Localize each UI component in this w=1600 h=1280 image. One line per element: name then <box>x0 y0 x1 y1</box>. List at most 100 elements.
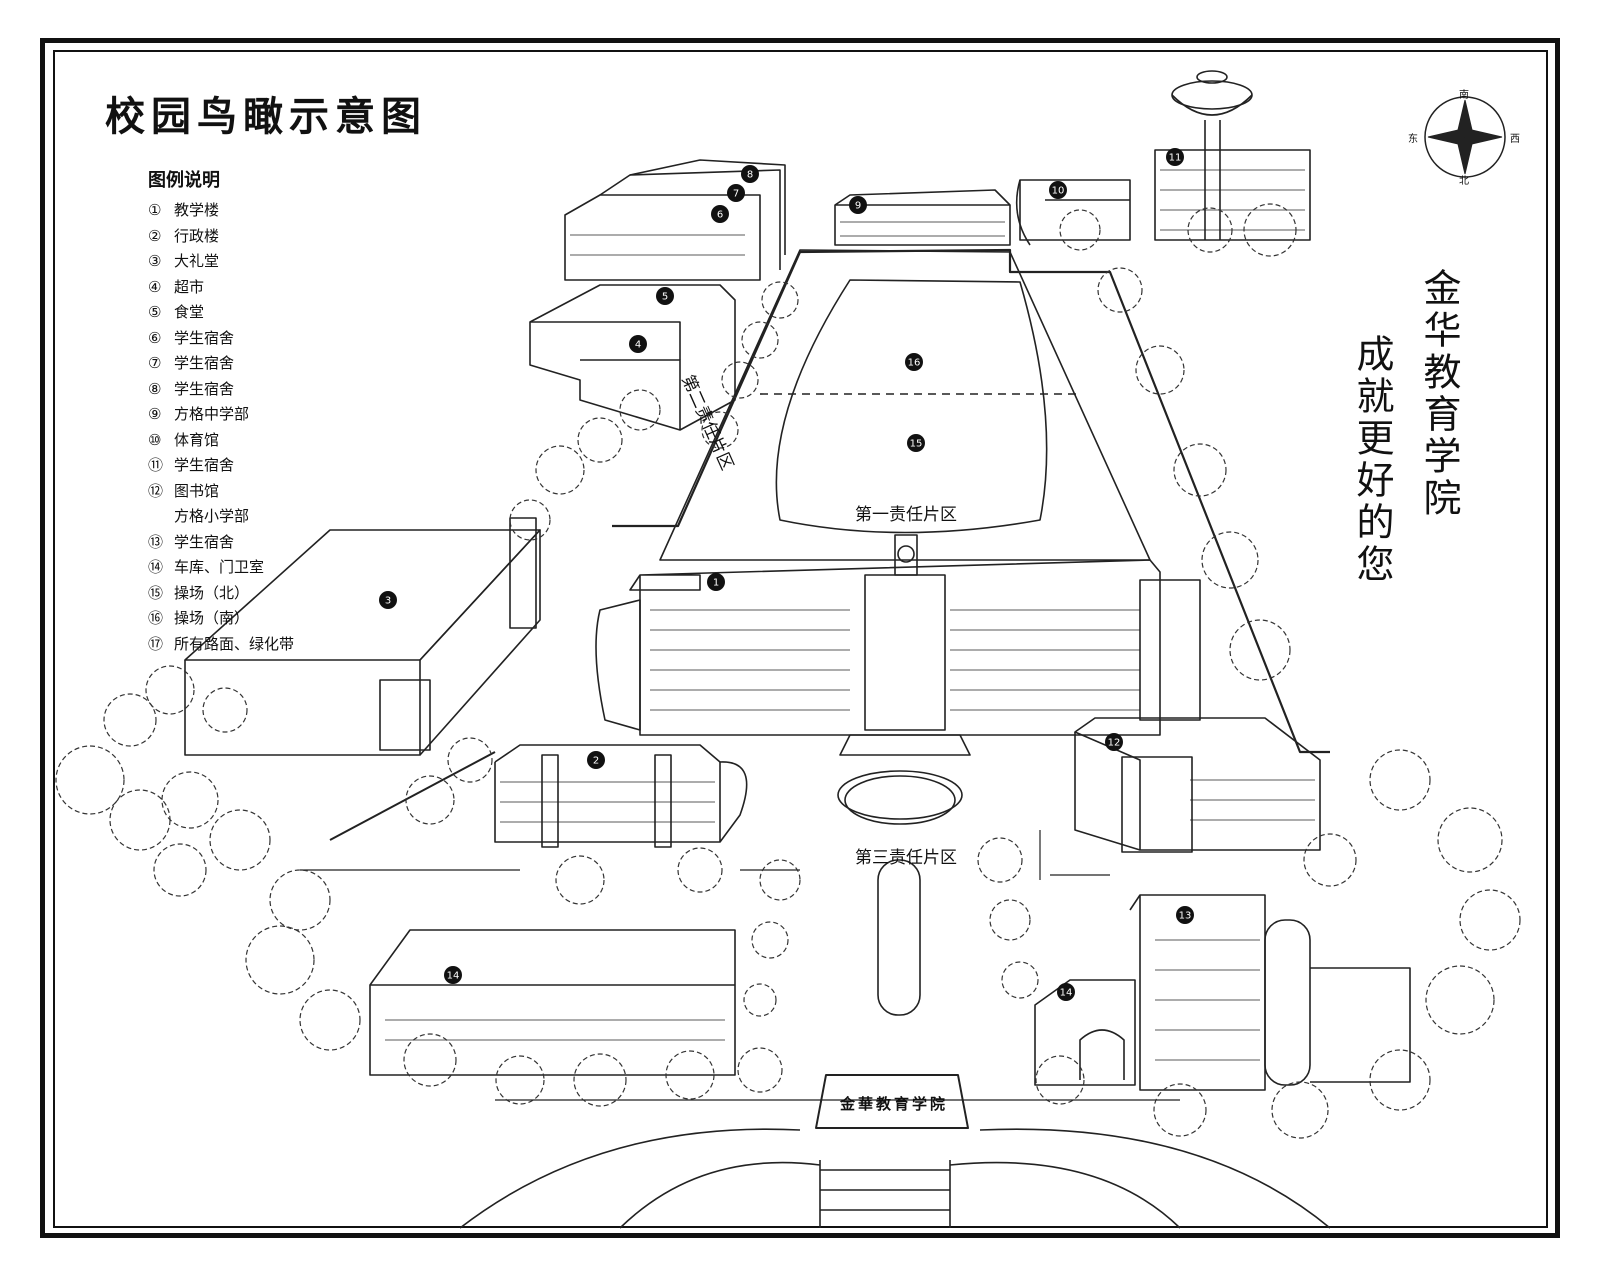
running-track <box>775 279 1048 534</box>
building-marker-7[interactable]: 7 <box>727 184 745 202</box>
zone-label-first: 第一责任片区 <box>855 505 957 525</box>
legend-item-label: 学生宿舍 <box>174 456 235 474</box>
tree-icon <box>1369 749 1431 811</box>
admin-building <box>494 744 748 848</box>
legend-item-label: 操场（北） <box>174 583 250 602</box>
middle-school-building <box>834 189 1011 246</box>
legend-item-label: 大礼堂 <box>174 252 220 270</box>
outer-border <box>40 38 1560 1238</box>
tree-icon <box>1243 203 1297 257</box>
tree-icon <box>1097 267 1143 313</box>
legend-heading: 图例说明 <box>148 170 220 191</box>
tree-icon <box>145 665 195 715</box>
legend-item-label: 食堂 <box>174 303 205 321</box>
legend-item: ③ 大礼堂 <box>148 249 294 275</box>
legend-item-number: ⑮ <box>148 583 164 602</box>
building-marker-number: 14 <box>1060 988 1073 999</box>
road-lines <box>300 830 1180 1101</box>
tree-icon <box>1059 209 1101 251</box>
tree-icon <box>555 855 605 905</box>
zone-label-third: 第三责任片区 <box>855 848 957 868</box>
zone-boundary-top <box>799 248 1330 754</box>
library-building <box>1074 717 1321 853</box>
tree-icon <box>1001 961 1039 999</box>
building-marker-3[interactable]: 3 <box>379 591 397 609</box>
tree-icon <box>677 847 723 893</box>
building-marker-16[interactable]: 16 <box>905 353 923 371</box>
legend-item: ⑮ 操场（北） <box>148 581 294 607</box>
legend-item-label: 学生宿舍 <box>174 328 235 347</box>
building-marker-12[interactable]: 12 <box>1105 733 1123 751</box>
map-title: 校园鸟瞰示意图 <box>105 93 427 140</box>
building-marker-1[interactable]: 1 <box>707 573 725 591</box>
gatehouse-building <box>1034 979 1136 1086</box>
building-marker-4[interactable]: 4 <box>629 335 647 353</box>
building-marker-14[interactable]: 14 <box>1057 983 1075 1001</box>
legend-item-label: 图书馆 <box>174 481 220 500</box>
tree-icon <box>103 693 157 747</box>
tree-icon <box>535 445 585 495</box>
legend-item-number: ⑩ <box>148 430 162 449</box>
tree-clusters <box>55 203 1521 1139</box>
tree-icon <box>701 411 739 449</box>
building-marker-number: 16 <box>908 358 921 369</box>
legend-item: 方格小学部 <box>148 504 294 530</box>
tree-icon <box>209 809 271 871</box>
tree-icon <box>721 361 759 399</box>
building-marker-number: 4 <box>635 340 641 351</box>
zone-boundary-left <box>612 251 802 528</box>
building-marker-number: 15 <box>910 439 923 450</box>
tree-icon <box>1437 807 1503 873</box>
auditorium-building <box>184 517 541 756</box>
legend-item-number: ⑭ <box>148 558 164 576</box>
building-marker-number: 2 <box>593 756 599 767</box>
tree-icon <box>741 321 779 359</box>
building-marker-number: 10 <box>1052 186 1065 197</box>
building-marker-6[interactable]: 6 <box>711 205 729 223</box>
compass-north: 北 <box>1459 176 1469 187</box>
legend-item-label: 体育馆 <box>174 430 220 449</box>
tree-icon <box>202 687 248 733</box>
building-marker-11[interactable]: 11 <box>1166 148 1184 166</box>
tree-icon <box>403 1033 457 1087</box>
legend-item-label: 所有路面、绿化带 <box>174 634 295 653</box>
gymnasium-building <box>1015 179 1131 246</box>
tree-icon <box>405 775 455 825</box>
building-marker-8[interactable]: 8 <box>741 165 759 183</box>
gate-sign-text: 金華教育学院 <box>839 1095 948 1113</box>
legend-item-number: ⑫ <box>148 481 164 500</box>
building-marker-2[interactable]: 2 <box>587 751 605 769</box>
building-marker-5[interactable]: 5 <box>656 287 674 305</box>
compass-rose <box>1424 96 1506 178</box>
building-marker-number: 9 <box>855 201 861 212</box>
building-marker-15[interactable]: 15 <box>907 434 925 452</box>
tree-icon <box>1425 965 1495 1035</box>
building-marker-14[interactable]: 14 <box>444 966 462 984</box>
dormitory-tower-11 <box>1154 70 1311 241</box>
legend-item-number: ③ <box>148 252 162 270</box>
slogan-line-2: 成就更好的您 <box>1350 334 1394 586</box>
legend-item-number: ⑥ <box>148 328 162 347</box>
building-marker-13[interactable]: 13 <box>1176 906 1194 924</box>
building-marker-10[interactable]: 10 <box>1049 181 1067 199</box>
tree-icon <box>1187 207 1233 253</box>
tree-icon <box>447 737 493 783</box>
tree-icon <box>161 771 219 829</box>
legend-item-number: ⑧ <box>148 379 162 398</box>
legend-item-number: ⑦ <box>148 354 162 372</box>
legend-item-label: 超市 <box>174 277 205 296</box>
building-marker-9[interactable]: 9 <box>849 196 867 214</box>
tree-icon <box>751 921 789 959</box>
legend-item-label: 方格小学部 <box>174 507 250 525</box>
tree-icon <box>743 983 777 1017</box>
central-green-strip <box>877 859 921 1016</box>
compass-east: 东 <box>1408 134 1418 145</box>
compass-west: 西 <box>1510 134 1520 145</box>
